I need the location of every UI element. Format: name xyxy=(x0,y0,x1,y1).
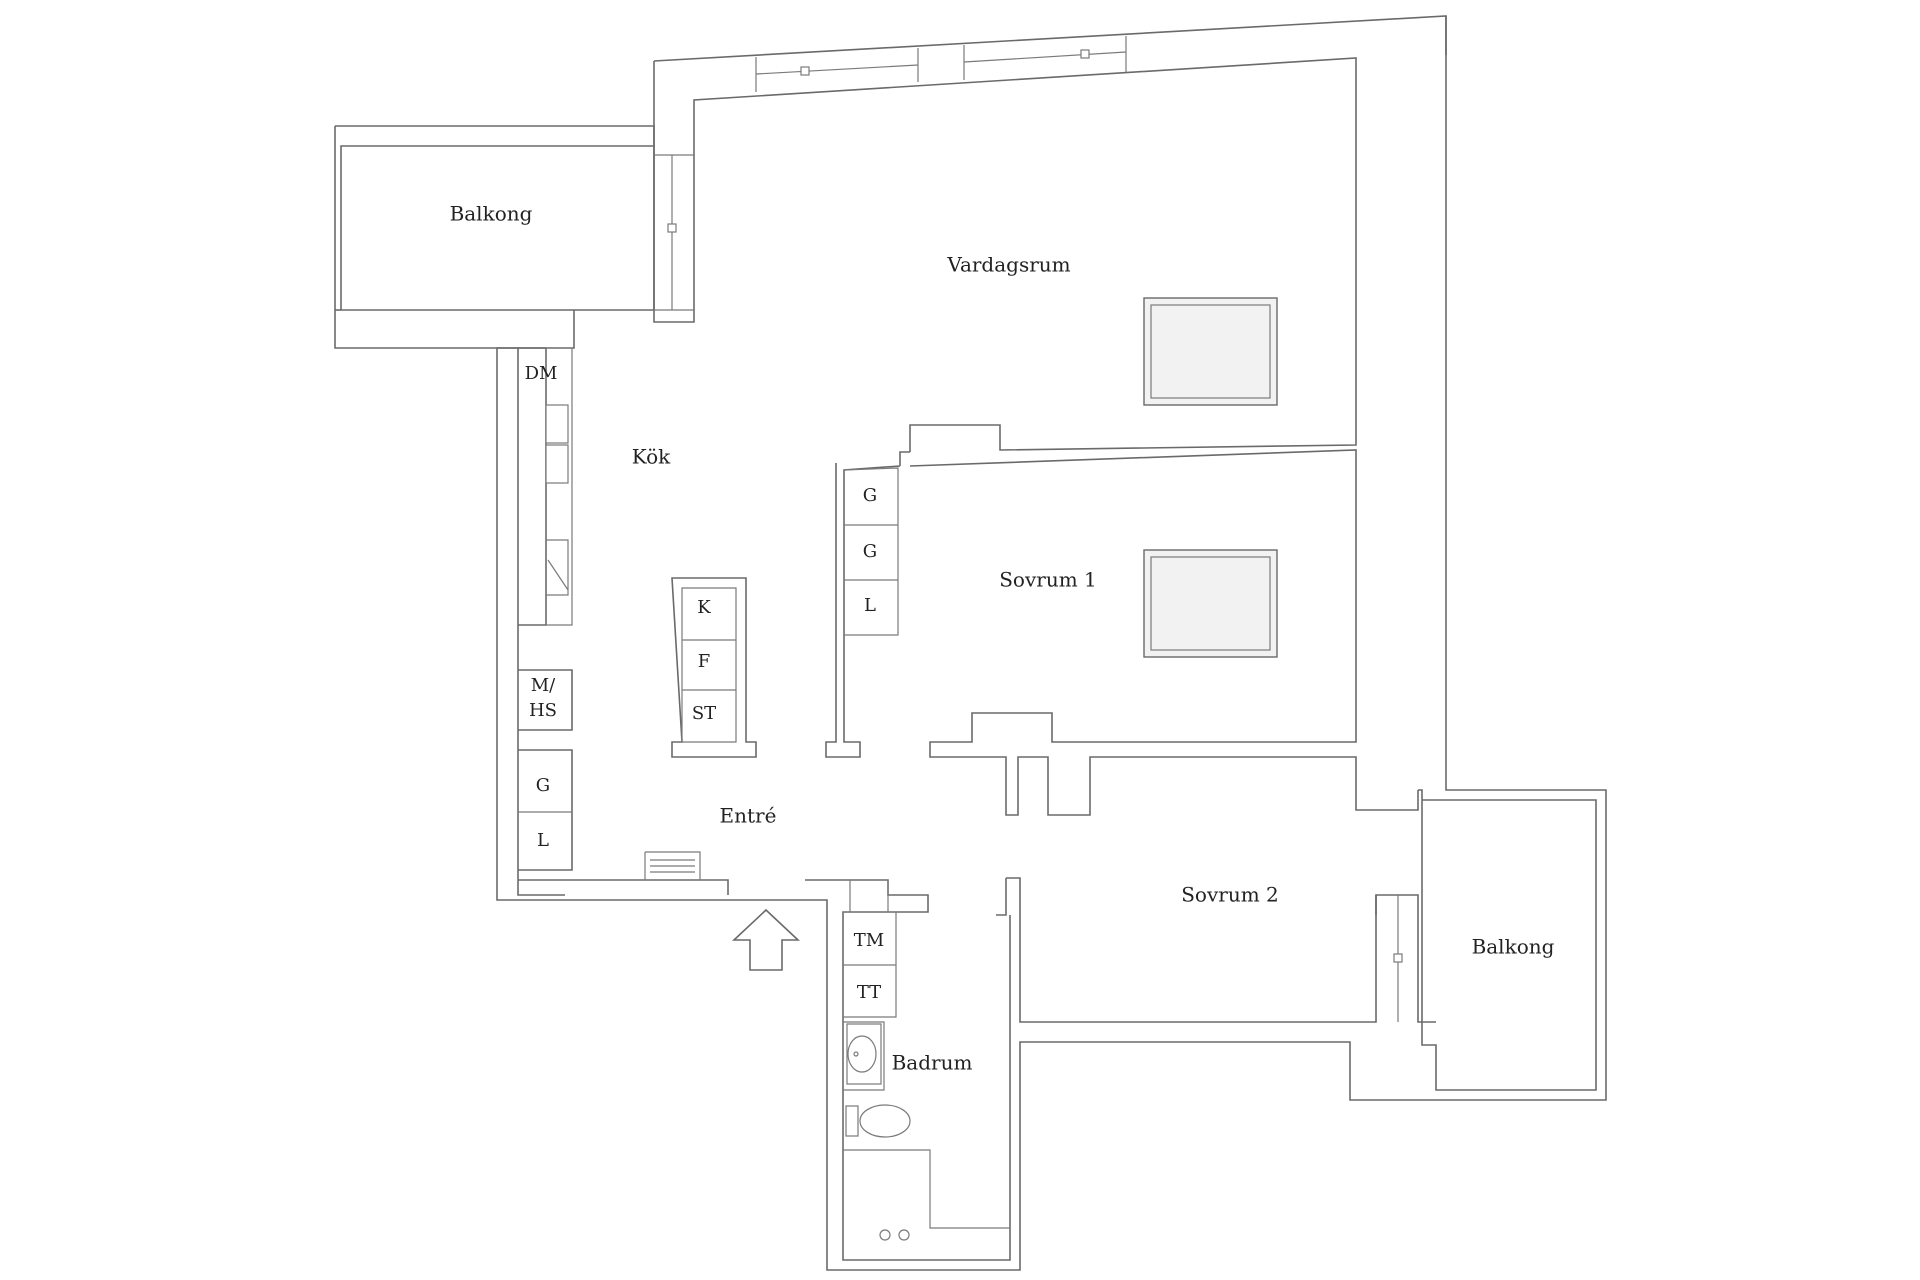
room-label-kok: Kök xyxy=(632,445,671,469)
fixture-label-m-hs-line1: M/ xyxy=(531,675,556,696)
fixture-label-dm: DM xyxy=(525,363,558,384)
hall-storage xyxy=(518,669,729,895)
fixture-label-m-hs-line2: HS xyxy=(529,700,557,721)
room-label-sovrum1: Sovrum 1 xyxy=(999,568,1097,592)
outer-walls xyxy=(496,15,1607,1271)
bed-vardagsrum xyxy=(1143,297,1278,406)
sovrum2-walls xyxy=(996,789,1597,1091)
room-label-sovrum2: Sovrum 2 xyxy=(1181,883,1279,907)
bathroom xyxy=(805,879,1011,1261)
balcony-west xyxy=(334,125,655,349)
room-label-badrum: Badrum xyxy=(892,1051,973,1075)
room-label-vardagsrum: Vardagsrum xyxy=(946,253,1070,277)
fixture-label-tt: TT xyxy=(857,982,881,1003)
room-label-balkong-east: Balkong xyxy=(1472,935,1555,959)
fixture-label-wardrobe-g2: G xyxy=(863,541,877,562)
west-window xyxy=(654,154,694,311)
fixture-label-hall-l: L xyxy=(537,830,549,851)
kitchen-island xyxy=(671,577,757,758)
fixture-label-hall-g: G xyxy=(536,775,550,796)
kitchen-counter xyxy=(518,347,573,626)
bed-sovrum1 xyxy=(1143,549,1278,658)
fixture-label-st: ST xyxy=(692,703,716,724)
washbasin-icon xyxy=(846,1023,882,1085)
room-label-entre: Entré xyxy=(720,804,777,828)
north-windows xyxy=(755,36,1127,92)
room-label-balkong-west: Balkong xyxy=(450,202,533,226)
fixture-label-tm: TM xyxy=(854,930,884,951)
fixture-label-k: K xyxy=(697,597,711,618)
shower-icon xyxy=(879,1229,910,1241)
fixture-label-f: F xyxy=(698,651,711,672)
fixture-label-wardrobe-l: L xyxy=(864,595,876,616)
entrance-arrow-icon xyxy=(731,908,801,971)
wardrobes-sovrum1 xyxy=(825,449,1419,816)
fixture-label-wardrobe-g1: G xyxy=(863,485,877,506)
toilet-icon xyxy=(845,1104,911,1138)
